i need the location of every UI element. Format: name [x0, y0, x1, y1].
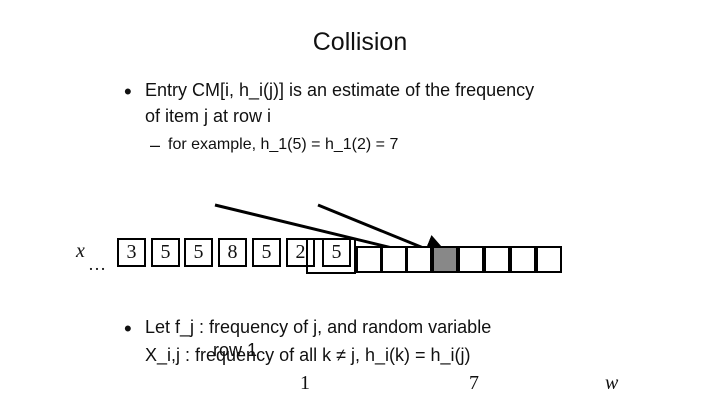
bullet-point: • — [124, 79, 132, 104]
stream-cell: 5 — [151, 238, 180, 267]
counter-cell — [484, 246, 510, 273]
bullet1-example: for example, h_1(5) = h_1(2) = 7 — [168, 136, 399, 153]
slide-title: Collision — [312, 28, 408, 56]
bullet1-line1: Entry CM[i, h_i(j)] is an estimate of th… — [145, 80, 535, 100]
overlap-frame — [306, 238, 356, 274]
counter-cell — [510, 246, 536, 273]
counter-cell — [536, 246, 562, 273]
bullet2-line1: Let f_j : frequency of j, and random var… — [145, 317, 492, 337]
counter-cell — [381, 246, 407, 273]
counter-cell — [356, 246, 382, 273]
axis-label-start: 1 — [300, 372, 310, 394]
axis-label-collision: 7 — [469, 372, 479, 394]
stream-cell: 3 — [117, 238, 146, 267]
bullet1-line2: of item j at row i — [145, 106, 272, 126]
stream-cell: 5 — [184, 238, 213, 267]
stream-cell: 5 — [252, 238, 281, 267]
stream-ellipsis: … — [88, 254, 106, 274]
counter-cell-collision — [432, 246, 458, 273]
stream-cell: 2 — [286, 238, 315, 267]
counter-cell — [458, 246, 484, 273]
row-label: row 1 — [213, 340, 258, 360]
bullet-point: • — [124, 316, 132, 341]
stream-cell: 8 — [218, 238, 247, 267]
counter-cell — [406, 246, 432, 273]
bullet2-line2: X_i,j : frequency of all k ≠ j, h_i(k) =… — [145, 345, 471, 365]
axis-label-width: w — [605, 372, 619, 394]
stream-cell: 5 — [322, 238, 351, 267]
sub-bullet-dash: – — [150, 135, 161, 155]
stream-variable: x — [76, 240, 85, 262]
